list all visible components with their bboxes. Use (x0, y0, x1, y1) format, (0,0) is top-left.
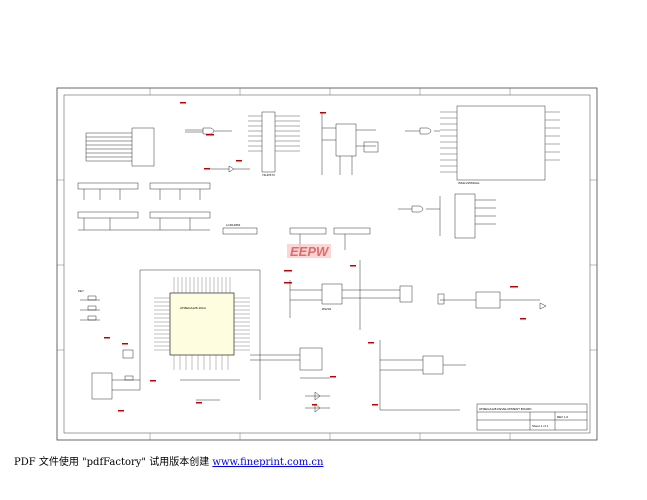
chip-regulator (321, 112, 379, 175)
chip-sram (405, 105, 560, 181)
chip-latch-2 (398, 193, 496, 239)
title-block-rev: REV 1.0 (557, 415, 569, 419)
footer-text: PDF 文件使用 "pdfFactory" 试用版本创建 (14, 457, 213, 468)
footer-link[interactable]: www.fineprint.com.cn (212, 457, 324, 468)
inner-border (63, 94, 591, 434)
pin-headers-center (222, 227, 371, 250)
chip-latch (248, 111, 300, 173)
mcu-wiring (80, 269, 300, 401)
title-block-title: ATMEGA128 DEVELOPMENT BOARD (479, 407, 532, 411)
lcd-connector-label: LCD12864 (226, 223, 241, 227)
mcu-label: ATMEGA128-16AU (180, 306, 206, 310)
watermark-text: EEPW (290, 244, 330, 259)
latch-label: 74HC573 (262, 173, 275, 177)
serial-label: RS232 (322, 307, 332, 311)
sram-label: IS61LV25616AL (458, 181, 480, 185)
pin-headers-left (77, 182, 211, 231)
ttl-interface (379, 291, 547, 411)
logic-gate-1 (185, 127, 250, 173)
title-block-sheet: Sheet 1 of 1 (532, 424, 549, 428)
mcu-chip: ATMEGA128-16AU (154, 277, 250, 370)
pdf-footer: PDF 文件使用 "pdfFactory" 试用版本创建 www.finepri… (14, 453, 323, 468)
serial-interface (289, 260, 413, 413)
net-markers (104, 102, 526, 412)
key-connector-label: KEY (78, 289, 84, 293)
title-block (476, 403, 588, 431)
zone-ticks (57, 88, 597, 440)
connector-block-top-left (85, 127, 155, 167)
watermark-logo: EEPW (287, 244, 331, 259)
outer-border (56, 87, 598, 441)
